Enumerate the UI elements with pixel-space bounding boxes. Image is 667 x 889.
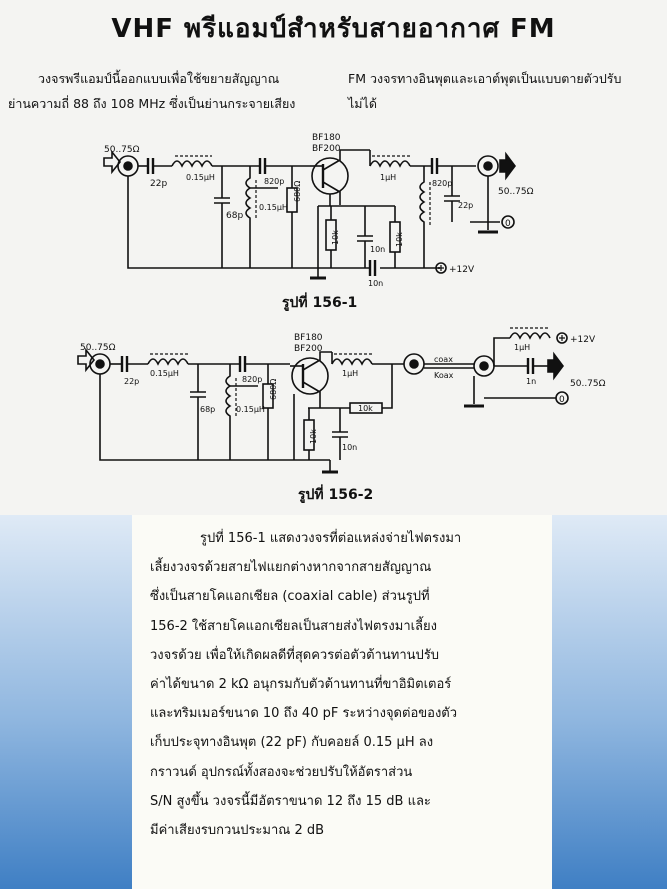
circuit-diagrams: 50..75Ω 22p 0.15μH 68p 820p 0.15μH 680Ω … — [77, 133, 606, 474]
fig2-label-c-in: 22p — [124, 377, 139, 386]
capacitor-c4 — [332, 408, 348, 460]
fig2-label-l-tap: 0.15μH — [236, 405, 265, 414]
figure-2-schematic — [77, 327, 569, 474]
inductor-l1 — [147, 358, 189, 366]
intro-right-line: ไม่ได้ — [348, 96, 377, 111]
capacitor-c3 — [238, 356, 247, 372]
output-arrow-icon — [499, 151, 516, 181]
fig1-label-l-out: 1μH — [380, 173, 396, 182]
text-panel — [132, 515, 552, 889]
fig2-label-c-mid: 10n — [342, 443, 357, 452]
fig2-label-c-out: 1n — [526, 377, 536, 386]
fig2-label-coax-b: Koax — [434, 371, 454, 380]
body-line: และทริมเมอร์ขนาด 10 ถึง 40 pF ระหว่างจุด… — [150, 706, 458, 722]
capacitor-c6 — [430, 158, 439, 174]
fig2-label-r-left: 10k — [309, 429, 318, 444]
body-line: ซึ่งเป็นสายโคแอกเซียล (coaxial cable) ส่… — [150, 589, 430, 605]
fig1-label-c-shunt: 68p — [226, 211, 243, 221]
intro-text-right: FM วงจรทางอินพุตและเอาต์พุตเป็นแบบตายตัว… — [348, 66, 621, 116]
supply-terminal — [435, 262, 447, 274]
input-arrow-icon — [103, 149, 122, 175]
fig2-label-r-fb: 10k — [358, 404, 373, 413]
capacitor-c1 — [120, 356, 129, 372]
fig1-label-r-bias: 680Ω — [293, 181, 302, 202]
body-line: S/N สูงขึ้น วงจรนี้มีอัตราขนาด 12 ถึง 15… — [150, 793, 431, 809]
intro-left-line: ย่านความถี่ 88 ถึง 108 MHz ซึ่งเป็นย่านก… — [8, 96, 296, 111]
fig1-label-c-in: 22p — [150, 179, 167, 189]
inductor-l3 — [331, 358, 373, 366]
body-line: กราวนด์ อุปกรณ์ทั้งสองจะช่วยปรับให้อัตรา… — [150, 764, 413, 780]
fig2-label-out: 50..75Ω — [570, 379, 606, 389]
fig2-label-transistor-b: BF200 — [294, 344, 323, 354]
fig1-label-transistor-a: BF180 — [312, 133, 341, 143]
capacitor-c2 — [214, 166, 230, 268]
fig1-label-in: 50..75Ω — [104, 145, 140, 155]
body-line: เก็บประจุทางอินพุต (22 pF) กับคอยล์ 0.15… — [150, 735, 434, 751]
transistor-q1 — [311, 157, 349, 195]
inductor-l2 — [225, 364, 232, 460]
fig1-label-ground: 0 — [505, 219, 511, 229]
fig1-label-c-out-tap: 820p — [432, 179, 452, 188]
body-line: 156-2 ใช้สายโคแอกเซียลเป็นสายส่งไฟตรงมาเ… — [150, 618, 437, 634]
fig2-label-in: 50..75Ω — [80, 343, 116, 353]
fig1-label-out: 50..75Ω — [498, 187, 534, 197]
fig2-label-r-bias: 680Ω — [269, 379, 278, 400]
body-line: เลี้ยงวงจรด้วยสายไฟแยกต่างหากจากสายสัญญา… — [150, 560, 432, 576]
fig2-label-supply: +12V — [570, 335, 596, 345]
capacitor-c1 — [146, 158, 155, 174]
capacitor-c3 — [258, 158, 267, 174]
fig1-label-l-in: 0.15μH — [186, 173, 215, 182]
inductor-l1 — [171, 160, 213, 168]
fig1-label-c-mid: 10n — [370, 245, 385, 254]
fig2-label-ground: 0 — [559, 395, 565, 405]
body-line: มีค่าเสียงรบกวนประมาณ 2 dB — [150, 823, 325, 839]
body-line: วงจรด้วย เพื่อให้เกิดผลดีที่สุดควรต่อตัว… — [150, 647, 440, 663]
fig2-label-l-out: 1μH — [342, 369, 358, 378]
figure-1-caption: รูปที่ 156-1 — [282, 295, 358, 311]
fig1-label-c-out: 22p — [458, 201, 473, 210]
ground-terminal — [501, 215, 515, 229]
fig1-label-r-left: 10k — [331, 230, 340, 245]
figure-2-caption: รูปที่ 156-2 — [298, 487, 374, 503]
fig2-label-transistor-a: BF180 — [294, 333, 323, 343]
fig2-label-coax-a: coax — [434, 355, 453, 364]
fig1-label-c-tap: 820p — [264, 177, 284, 186]
fig1-label-l-tap: 0.15μH — [259, 203, 288, 212]
capacitor-c7 — [444, 166, 460, 222]
page-title: VHF พรีแอมป์สำหรับสายอากาศ FM — [111, 14, 556, 44]
inductor-l-supply — [509, 332, 551, 340]
fig1-label-transistor-b: BF200 — [312, 144, 341, 154]
inductor-l2 — [245, 166, 252, 268]
figure-1-schematic — [103, 149, 516, 280]
transistor-q1 — [291, 357, 329, 395]
inductor-l4 — [419, 166, 426, 268]
capacitor-c-out — [526, 358, 535, 374]
fig1-label-supply: +12V — [449, 265, 475, 275]
fig2-label-c-tap: 820p — [242, 375, 262, 384]
capacitor-c4 — [357, 206, 373, 268]
fig2-label-l-in: 0.15μH — [150, 369, 179, 378]
page-background-top — [0, 0, 667, 515]
output-arrow-icon — [547, 351, 564, 381]
capacitor-c2 — [190, 364, 206, 460]
fig1-label-r-right: 10k — [395, 232, 404, 247]
inductor-l3 — [369, 160, 411, 168]
ground-terminal — [555, 391, 569, 405]
intro-text-left: วงจรพรีแอมป์นี้ออกแบบเพื่อใช้ขยายสัญญาณ … — [8, 66, 295, 116]
fig2-label-l-supply: 1μH — [514, 343, 530, 352]
intro-right-line: FM วงจรทางอินพุตและเอาต์พุตเป็นแบบตายตัว… — [348, 71, 622, 86]
capacitor-c5 — [368, 260, 377, 276]
body-text: รูปที่ 156-1 แสดงวงจรที่ต่อแหล่งจ่ายไฟตร… — [150, 524, 545, 845]
body-line: รูปที่ 156-1 แสดงวงจรที่ต่อแหล่งจ่ายไฟตร… — [200, 531, 462, 546]
supply-terminal — [556, 332, 568, 344]
fig2-label-c-shunt: 68p — [200, 405, 215, 414]
intro-left-line: วงจรพรีแอมป์นี้ออกแบบเพื่อใช้ขยายสัญญาณ — [38, 71, 280, 86]
fig1-label-c-bottom: 10n — [368, 279, 383, 288]
body-line: ค่าได้ขนาด 2 kΩ อนุกรมกับตัวต้านทานที่ขา… — [150, 677, 452, 693]
